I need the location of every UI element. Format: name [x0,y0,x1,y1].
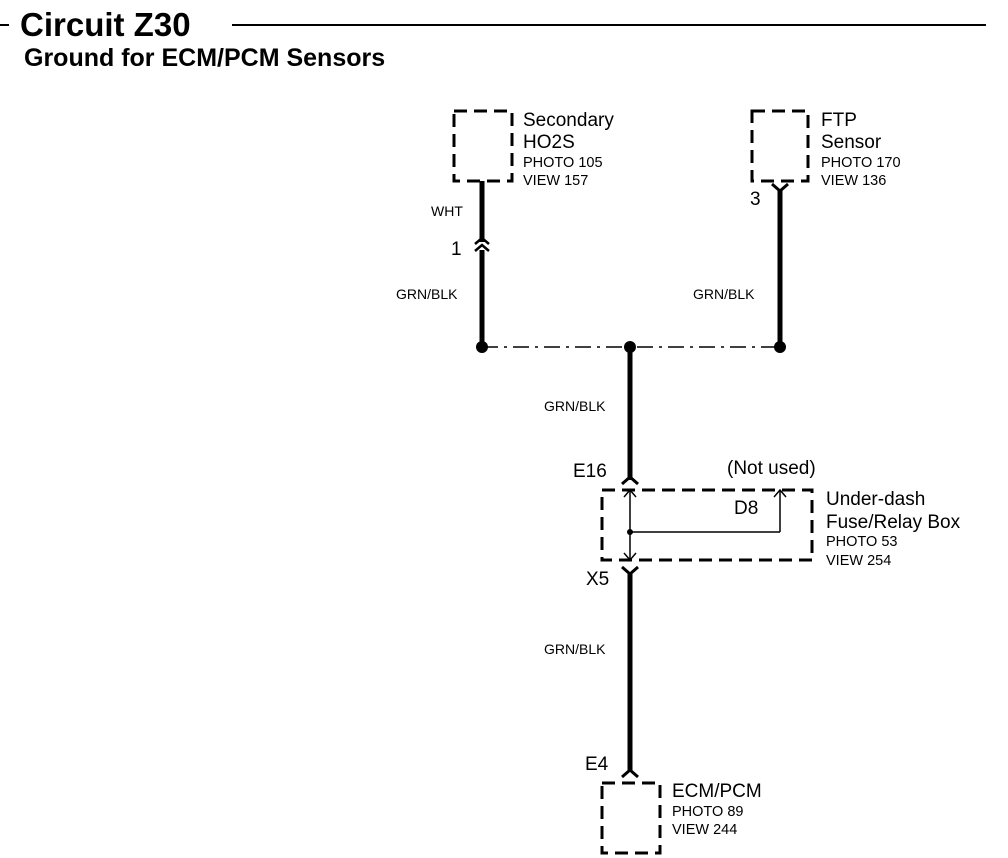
ftp-sensor-name-line1: FTP [821,110,857,131]
ecm-pcm-box [600,781,662,855]
connector-e4 [621,768,639,779]
wire-label-ecm-grn-blk: GRN/BLK [544,641,606,657]
ftp-sensor-name-line2: Sensor [821,132,882,153]
ftp-sensor-view: VIEW 136 [821,173,886,189]
ftp-pin-number: 3 [750,189,761,210]
internal-junction [627,529,633,535]
ftp-sensor-component: FTP Sensor PHOTO 170 VIEW 136 [750,109,901,189]
ecm-pcm-photo: PHOTO 89 [672,804,743,820]
fuse-box-photo: PHOTO 53 [826,534,897,550]
secondary-ho2s-component: Secondary HO2S PHOTO 105 VIEW 157 [452,109,614,189]
ecm-pcm-component: ECM/PCM PHOTO 89 VIEW 244 [600,781,762,855]
splice-point-left [476,341,488,353]
connector-e16 [621,475,639,486]
splice-point-right [774,341,786,353]
secondary-ho2s-box [452,109,514,183]
box-pin-e16: E16 [573,461,607,482]
internal-arrow-d8 [773,488,787,498]
ho2s-pin-number: 1 [451,239,462,260]
circuit-subtitle: Ground for ECM/PCM Sensors [24,44,385,72]
secondary-ho2s-name-line1: Secondary [523,110,614,131]
fuse-box-name-line2: Fuse/Relay Box [826,512,961,533]
wire-label-wht: WHT [431,203,463,219]
internal-arrow-x5 [623,552,637,562]
internal-arrow-e16 [623,488,637,498]
ftp-sensor-box [750,109,810,183]
ecm-pcm-view: VIEW 244 [672,822,737,838]
box-pin-x5: X5 [586,569,609,590]
secondary-ho2s-photo: PHOTO 105 [523,155,603,171]
circuit-title: Circuit Z30 [20,6,191,43]
wire-label-ftp-grn-blk: GRN/BLK [693,286,755,302]
fuse-relay-box [600,488,814,562]
ecm-pin-e4: E4 [585,754,609,775]
connector-ho2s-pin-1 [474,236,490,252]
box-pin-d8: D8 [734,498,758,519]
fuse-box-view: VIEW 254 [826,553,891,569]
secondary-ho2s-name-line2: HO2S [523,132,575,153]
connector-ftp-pin-3 [771,182,789,193]
fuse-relay-box-component: (Not used) D8 Under-dash Fuse/Relay Box … [600,458,961,569]
secondary-ho2s-view: VIEW 157 [523,173,588,189]
unused-pin-note: (Not used) [727,458,816,479]
wire-label-ho2s-grn-blk: GRN/BLK [396,286,458,302]
wire-label-splice-grn-blk: GRN/BLK [544,398,606,414]
ftp-sensor-photo: PHOTO 170 [821,155,901,171]
fuse-box-name-line1: Under-dash [826,489,925,510]
ecm-pcm-name: ECM/PCM [672,781,762,802]
